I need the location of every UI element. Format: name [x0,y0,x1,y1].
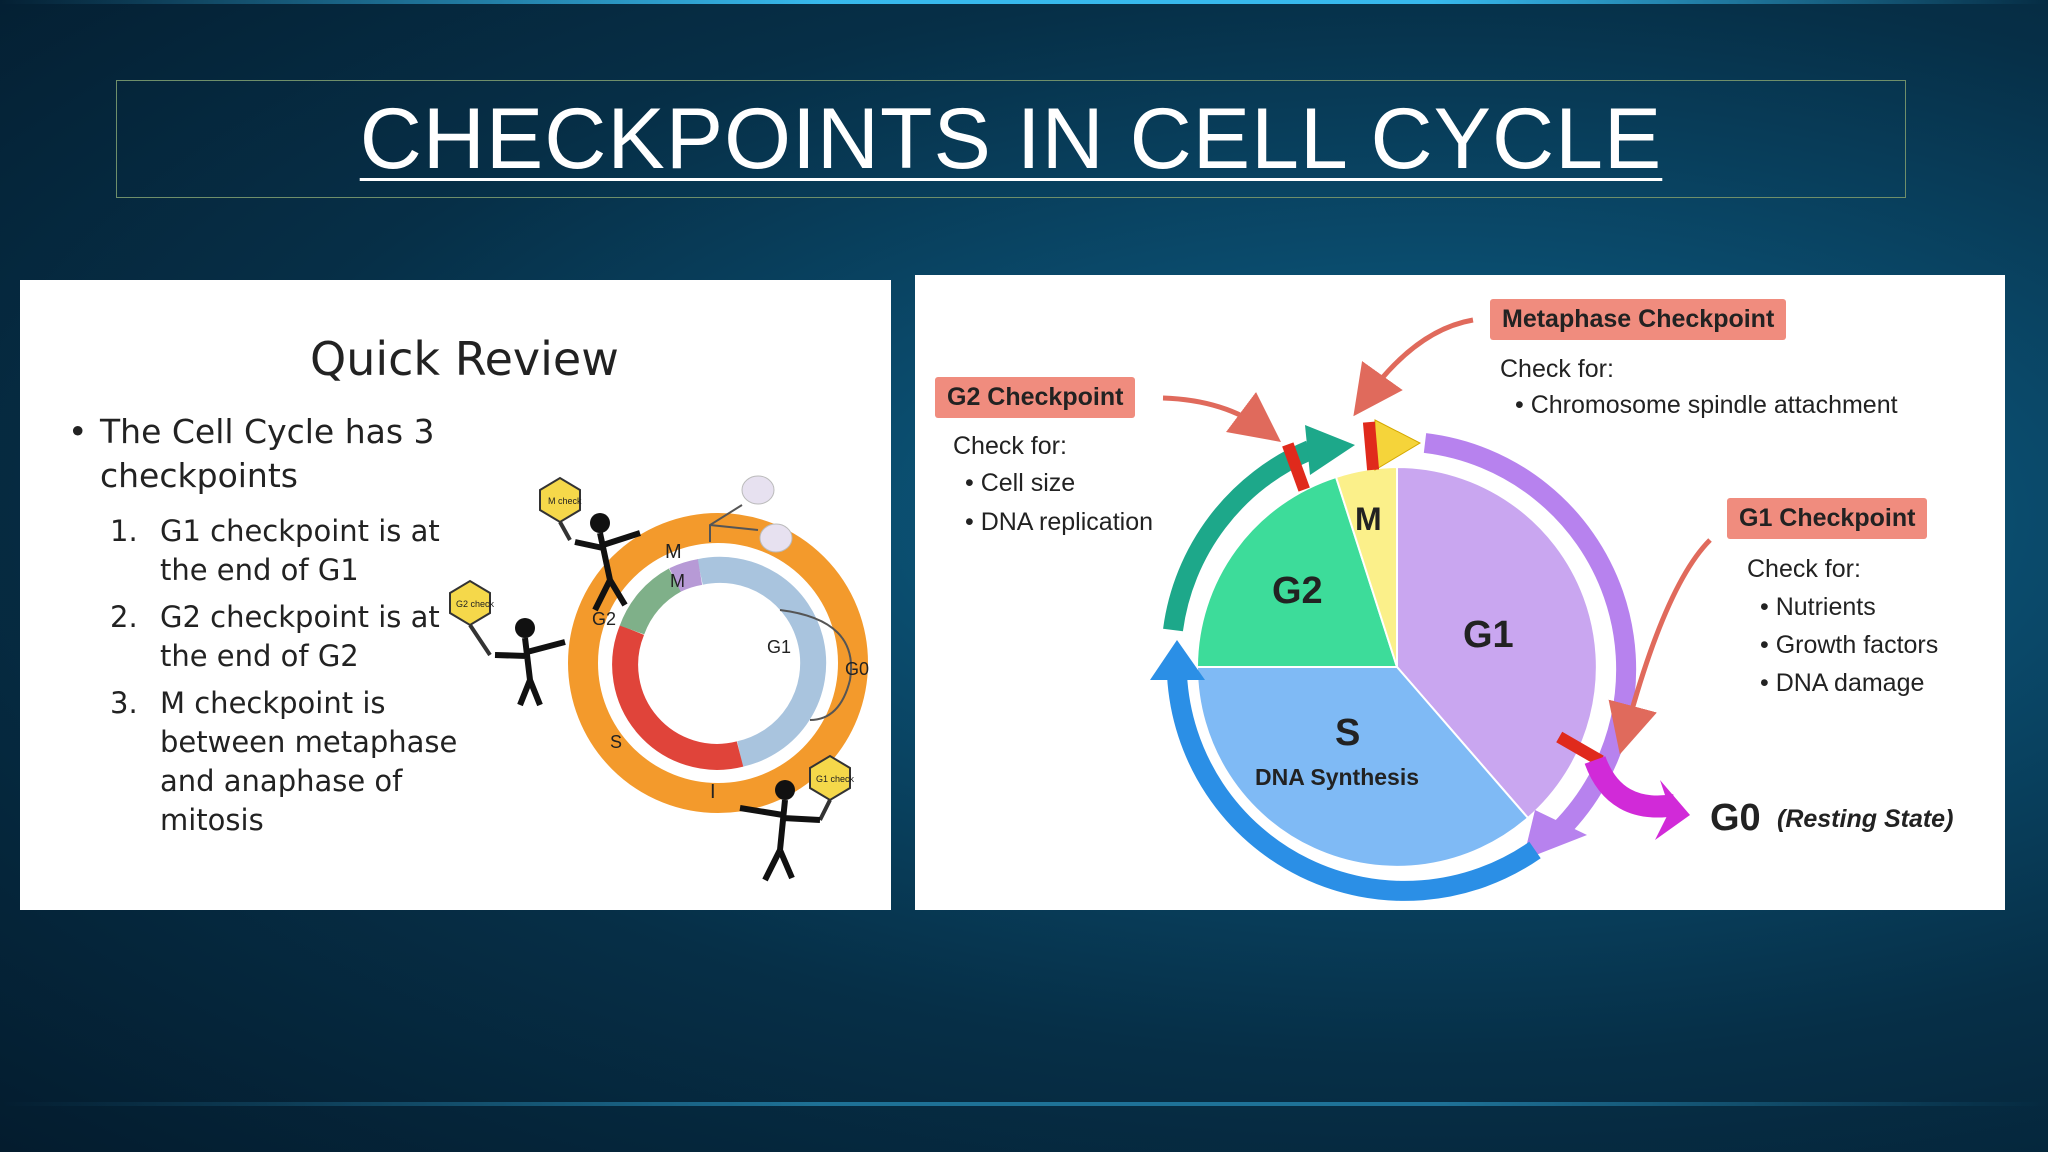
s-arc-arrow [1167,674,1541,901]
outer-ring [568,513,868,813]
m-arrowhead [1374,419,1422,471]
g0-arrow [1584,755,1677,818]
g1-checkpoint-bar [1556,731,1604,767]
list-text: G2 checkpoint is at the end of G2 [160,600,440,673]
phase-s-label: S [1335,712,1360,754]
svg-text:M check: M check [548,496,582,506]
svg-text:G1 check: G1 check [816,774,855,784]
phase-s-sublabel: DNA Synthesis [1255,764,1419,790]
inner-segment-m [669,559,703,592]
list-number: 3. [110,686,138,720]
checkpoint-list: 1. G1 checkpoint is at the end of G1 2. … [110,512,490,848]
checkpoint-count-bullet: • The Cell Cycle has 3 checkpoints [68,410,488,498]
g1-check-item: • DNA damage [1760,669,1925,697]
division-arrow [709,524,759,531]
bottom-light-streak [0,1102,2048,1106]
phase-g0-label: G0 [1710,797,1761,839]
quick-review-panel: Quick Review • The Cell Cycle has 3 chec… [20,280,891,910]
metaphase-checkpoint-tag: Metaphase Checkpoint [1490,299,1787,340]
g2-wedge [1195,475,1399,668]
list-text: G1 checkpoint is at the end of G1 [160,514,440,587]
metaphase-checkpoint-bar [1362,421,1380,471]
g1-checkpoint-tag: G1 Checkpoint [1727,498,1928,539]
inner-label-g2: G2 [592,609,616,629]
title-frame: CHECKPOINTS IN CELL CYCLE [116,80,1906,198]
inner-label-g0: G0 [845,659,869,679]
g2-arrowhead [1305,425,1355,475]
slide-title: CHECKPOINTS IN CELL CYCLE [359,90,1663,187]
list-item: 2. G2 checkpoint is at the end of G2 [110,598,490,676]
metaphase-check-item: • Chromosome spindle attachment [1515,391,1898,419]
bullet-dot: • [68,412,88,451]
phase-m-label: M [1355,501,1382,537]
s-wedge [1195,666,1530,868]
daughter-cell-icon [741,475,775,505]
inner-segment-g1 [697,556,827,767]
daughter-cell-icon [759,523,793,553]
quick-review-heading: Quick Review [310,332,619,386]
outer-label-m: M [665,541,682,563]
g1-checkpoint-guard-icon: G1 check [739,754,855,882]
g2-check-title: Check for: [953,432,1067,460]
svg-text:G2 check: G2 check [456,599,495,609]
list-number: 2. [110,600,138,634]
inner-label-g1: G1 [767,637,791,657]
cartoon-cell-cycle-diagram: M I M G2 G1 S G0 M check G2 check [449,475,869,882]
g1-wedge [1396,465,1598,820]
top-light-streak [0,0,2048,4]
cell-cycle-diagram: M G2 G1 S DNA Synthesis G0 (Resting Stat… [1150,317,1953,901]
outer-label-i: I [710,781,716,803]
g1-check-item: • Growth factors [1760,631,1939,659]
inner-label-s: S [610,732,622,752]
g2-checkpoint-guard-icon: G2 check [449,579,566,707]
inner-segment-s [612,625,744,770]
inner-label-m: M [670,571,685,591]
inner-segment-g2 [619,568,682,635]
g2-check-item: • DNA replication [965,508,1154,536]
g1-check-item: • Nutrients [1760,593,1876,621]
phase-g1-label: G1 [1463,614,1514,656]
s-arrowhead [1150,640,1205,680]
g1-pointer-arrow [1608,538,1712,755]
g2-arc-arrow [1163,440,1314,632]
inner-ring [612,556,827,770]
g1-arrowhead [1523,810,1587,860]
m-checkpoint-guard-icon: M check [539,476,641,612]
g2-check-item: • Cell size [965,469,1076,497]
g0-arrowhead [1655,780,1690,840]
list-text: M checkpoint is between metaphase and an… [160,686,458,837]
list-item: 1. G1 checkpoint is at the end of G1 [110,512,490,590]
checkpoint-diagram-panel: M G2 G1 S DNA Synthesis G0 (Resting Stat… [915,275,2005,910]
g1-check-title: Check for: [1747,555,1861,583]
phase-g2-label: G2 [1272,570,1323,612]
list-number: 1. [110,514,138,548]
g2-checkpoint-bar [1282,442,1310,492]
g2-pointer-arrow [1162,392,1282,442]
g0-note: (Resting State) [1777,805,1953,833]
metaphase-check-title: Check for: [1500,355,1614,383]
cell-center [640,585,796,741]
list-item: 3. M checkpoint is between metaphase and… [110,684,490,840]
metaphase-pointer-arrow [1353,317,1474,417]
g2-checkpoint-tag: G2 Checkpoint [935,377,1136,418]
g0-loop-arrow [779,609,853,721]
m-wedge [1334,465,1398,668]
bullet-text: The Cell Cycle has 3 checkpoints [100,412,435,495]
